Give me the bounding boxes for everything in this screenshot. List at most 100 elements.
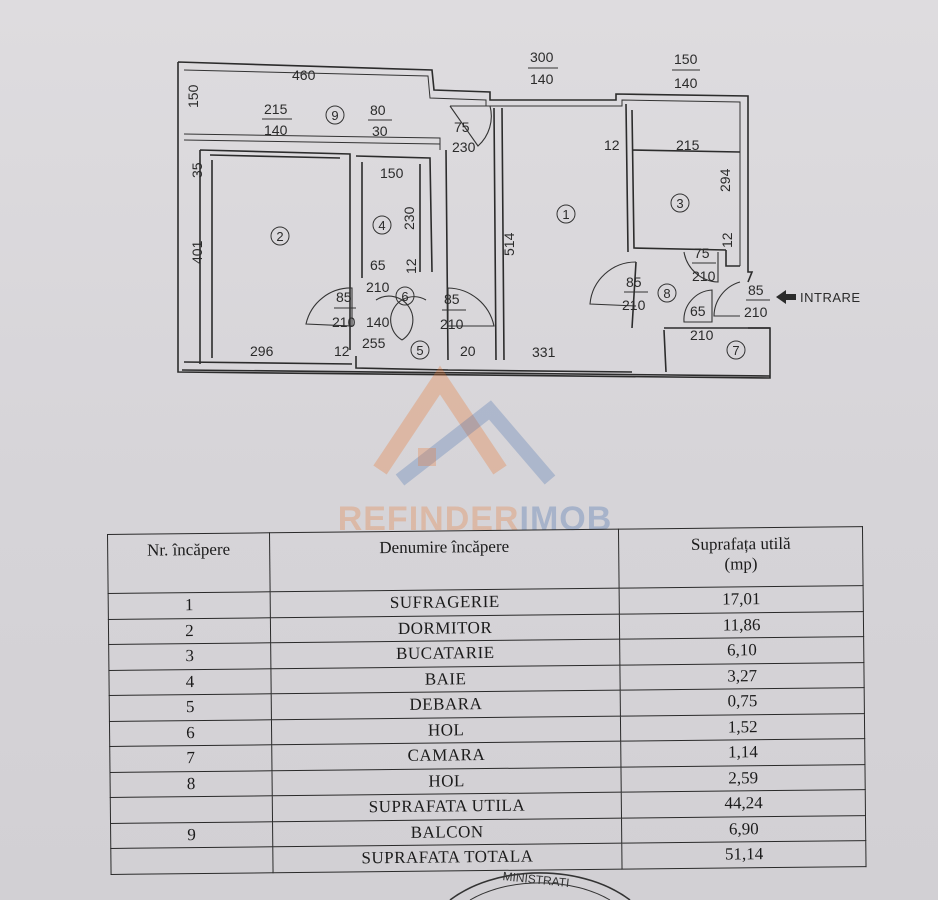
svg-text:210: 210	[744, 304, 768, 320]
svg-text:230: 230	[401, 206, 417, 230]
svg-text:150: 150	[380, 165, 404, 181]
svg-text:30: 30	[372, 123, 388, 139]
room-name-cell: SUFRAGERIE	[269, 588, 620, 618]
room-marker-8	[657, 283, 677, 303]
svg-text:140: 140	[530, 71, 554, 87]
svg-text:65: 65	[370, 257, 386, 273]
svg-text:294: 294	[717, 168, 733, 192]
svg-text:210: 210	[366, 279, 390, 295]
svg-text:210: 210	[332, 314, 356, 330]
room-area-cell: 44,24	[621, 789, 866, 818]
svg-text:140: 140	[264, 122, 288, 138]
svg-text:6: 6	[401, 289, 408, 304]
room-number-cell: 3	[108, 642, 271, 670]
room-area-cell: 1,14	[621, 738, 865, 767]
room-name-cell: SUPRAFATA UTILA	[272, 792, 622, 822]
room-marker-9	[325, 105, 345, 125]
floor-plan: 460 300 140 150 140 150 215 140 80 30 75…	[177, 49, 861, 379]
svg-text:80: 80	[370, 102, 386, 118]
room-area-cell: 0,75	[620, 687, 865, 716]
balcony-inner-line	[183, 133, 441, 150]
svg-text:12: 12	[403, 258, 419, 274]
svg-text:MINISTRATI: MINISTRATI	[502, 869, 570, 890]
svg-text:401: 401	[189, 240, 205, 264]
room-name-cell: BAIE	[270, 664, 621, 694]
header-nr: Nr. încăpere	[107, 532, 270, 594]
svg-text:150: 150	[185, 84, 201, 108]
svg-text:300: 300	[530, 49, 554, 65]
svg-text:12: 12	[334, 343, 350, 359]
room-markers: 1 2 3 4 5 6 7 8 9	[270, 105, 746, 360]
svg-text:150: 150	[674, 51, 698, 67]
outer-wall-inner	[183, 69, 741, 266]
room-number-cell: 1	[108, 591, 271, 619]
svg-text:230: 230	[452, 139, 476, 155]
door-arc-entrance	[713, 281, 741, 317]
room-marker-2	[270, 226, 290, 246]
room-marker-5	[410, 340, 430, 360]
room-name-cell: DORMITOR	[270, 613, 620, 643]
room-area-cell: 1,52	[620, 713, 865, 742]
svg-text:35: 35	[189, 162, 205, 178]
svg-text:75: 75	[694, 245, 710, 261]
room-marker-3	[670, 193, 690, 213]
door-arc-right	[447, 287, 495, 327]
room-number-cell: 9	[110, 821, 273, 849]
room-name-cell: HOL	[271, 766, 622, 796]
svg-text:85: 85	[336, 289, 352, 305]
room-number-cell: 5	[109, 693, 272, 721]
room-name-cell: CAMARA	[271, 741, 622, 771]
room-area-cell: 17,01	[619, 585, 864, 614]
table-header-row: Nr. încăpere Denumire încăpere Suprafața…	[107, 526, 864, 594]
svg-text:7: 7	[732, 343, 739, 358]
dormitor-wall	[199, 149, 351, 364]
svg-text:215: 215	[264, 101, 288, 117]
svg-text:296: 296	[250, 343, 274, 359]
svg-text:85: 85	[748, 282, 764, 298]
room-name-cell: DEBARA	[270, 690, 621, 720]
entrance-arrow-icon	[776, 290, 796, 304]
svg-text:85: 85	[444, 291, 460, 307]
svg-text:20: 20	[460, 343, 476, 359]
svg-text:210: 210	[440, 316, 464, 332]
room-area-cell: 51,14	[622, 840, 867, 869]
room-number-cell: 2	[108, 617, 271, 645]
svg-text:75: 75	[454, 119, 470, 135]
svg-text:140: 140	[366, 314, 390, 330]
door-arc-hol6	[375, 295, 427, 341]
watermark-text: REFINDERIMOB	[337, 500, 613, 538]
door-arc-hol8	[589, 261, 637, 307]
svg-text:210: 210	[622, 297, 646, 313]
bucatarie-wall	[625, 103, 741, 267]
svg-text:9: 9	[331, 108, 338, 123]
svg-text:1: 1	[562, 207, 569, 222]
door-arc-hol8b	[683, 289, 713, 323]
room-number-cell: 4	[108, 668, 271, 696]
svg-text:85: 85	[626, 274, 642, 290]
room-marker-6	[395, 286, 415, 306]
header-name: Denumire încăpere	[269, 529, 620, 592]
svg-text:210: 210	[690, 327, 714, 343]
svg-text:4: 4	[378, 218, 385, 233]
svg-text:140: 140	[674, 75, 698, 91]
room-marker-7	[726, 340, 746, 360]
baie-wall	[355, 155, 433, 278]
hol-wall	[631, 261, 770, 373]
room-area-cell: 3,27	[620, 662, 865, 691]
bottom-wall	[181, 356, 771, 377]
door-arc-left	[305, 287, 353, 327]
svg-text:12: 12	[604, 137, 620, 153]
room-marker-1	[556, 204, 576, 224]
svg-text:12: 12	[719, 232, 735, 248]
room-number-cell	[110, 795, 273, 823]
entrance-label: INTRARE	[800, 290, 861, 305]
room-number-cell: 8	[109, 770, 273, 798]
door-arc-kitchen	[683, 251, 719, 283]
svg-text:65: 65	[690, 303, 706, 319]
svg-text:3: 3	[676, 196, 683, 211]
svg-text:8: 8	[663, 286, 670, 301]
room-area-cell: 6,10	[619, 636, 864, 665]
room-number-cell: 7	[109, 744, 272, 772]
room-area-cell: 2,59	[621, 764, 866, 793]
